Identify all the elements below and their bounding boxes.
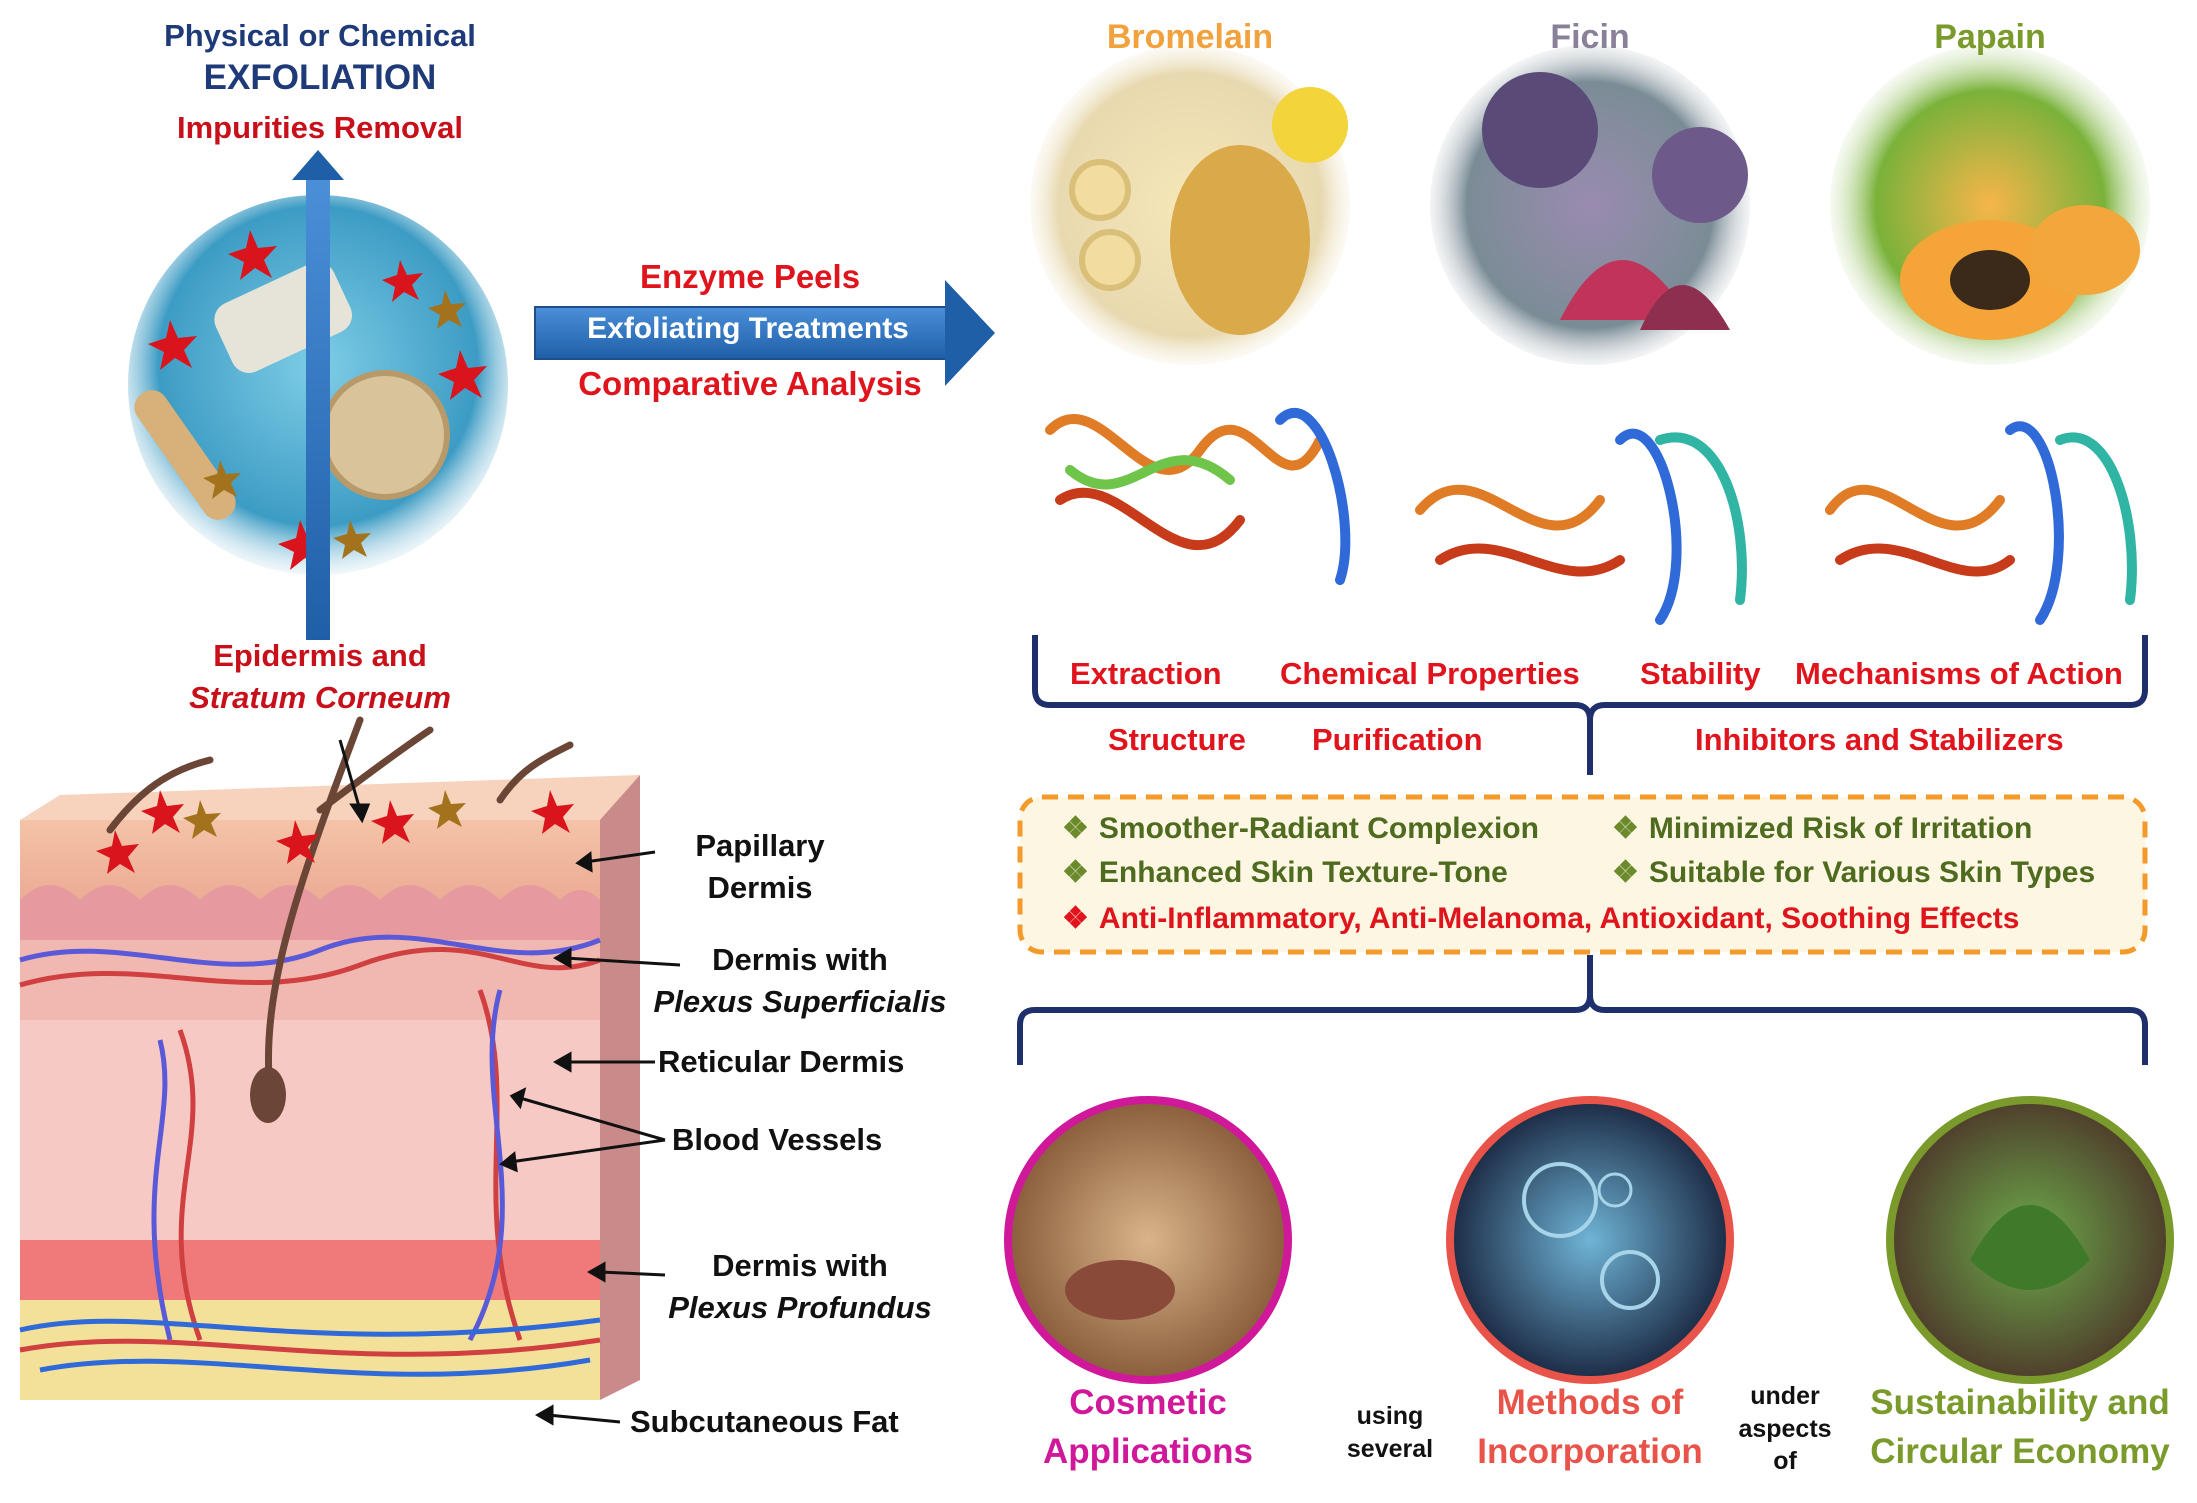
papillary-dermis-label-line1: Papillary <box>695 828 825 863</box>
protein-structures <box>1045 408 2137 625</box>
enzyme-peel-arrow <box>534 280 995 386</box>
bullet-icon: ❖ <box>1062 856 1089 889</box>
feature-extraction: Extraction <box>1070 656 1222 691</box>
benefit-item: ❖ Anti-Inflammatory, Anti-Melanoma, Antio… <box>1062 902 2019 937</box>
applications-brace <box>1017 955 2148 1065</box>
skin-label-arrows <box>338 739 681 1426</box>
cosmetic-applications-image <box>1004 1096 1292 1384</box>
exfoliating-treatments-label: Exfoliating Treatments <box>587 312 909 345</box>
enzyme-name-ficin: Ficin <box>1550 18 1630 56</box>
profundus-label-line1: Dermis with <box>712 1248 888 1283</box>
feature-inhibitors-stabilizers: Inhibitors and Stabilizers <box>1695 722 2064 757</box>
exfoliation-line1: Physical or Chemical <box>164 18 476 53</box>
feature-purification: Purification <box>1312 722 1483 757</box>
bullet-icon: ❖ <box>1062 902 1089 935</box>
benefits-box <box>1017 794 2148 955</box>
reticular-dermis-label: Reticular Dermis <box>658 1044 905 1079</box>
application-line: Circular Economy <box>1870 1432 2170 1471</box>
hair-strands <box>106 716 574 1094</box>
feature-mechanisms-of-action: Mechanisms of Action <box>1795 656 2123 691</box>
skin-impurities <box>96 790 574 874</box>
blood-vessels-label: Blood Vessels <box>672 1122 883 1157</box>
papillary-dermis-label-line2: Dermis <box>707 870 813 905</box>
application-line: Applications <box>1042 1432 1254 1471</box>
connector-using: using several <box>1335 1400 1445 1465</box>
feature-chemical-properties: Chemical Properties <box>1280 656 1580 691</box>
enzyme-peels-label: Enzyme Peels <box>639 258 861 295</box>
benefit-item: ❖ Smoother-Radiant Complexion <box>1062 812 1539 847</box>
exfoliation-subtitle: Impurities Removal <box>177 110 463 145</box>
benefit-text: Anti-Inflammatory, Anti-Melanoma, Antiox… <box>1098 902 2020 935</box>
application-label-cosmetic: Cosmetic Applications <box>1028 1378 1268 1476</box>
bromelain-fruit-image <box>1030 45 1350 365</box>
features-brace <box>1032 635 2148 775</box>
benefit-text: Enhanced Skin Texture-Tone <box>1098 856 1508 889</box>
application-line: Incorporation <box>1477 1432 1703 1471</box>
hair-follicle <box>250 1067 286 1123</box>
application-line: Cosmetic <box>1069 1383 1227 1422</box>
connector-line: using <box>1356 1402 1424 1430</box>
connector-line: several <box>1346 1434 1434 1463</box>
application-label-sustainability: Sustainability and Circular Economy <box>1860 1378 2180 1476</box>
benefit-text: Smoother-Radiant Complexion <box>1098 812 1539 845</box>
exfoliation-title: EXFOLIATION <box>203 58 437 97</box>
comparative-analysis-label: Comparative Analysis <box>578 365 922 402</box>
superficialis-label-line2: Plexus Superficialis <box>653 984 947 1019</box>
application-line: Methods of <box>1496 1383 1684 1422</box>
epidermis-label-line1: Epidermis and <box>213 638 427 673</box>
application-line: Sustainability and <box>1870 1383 2170 1422</box>
methods-of-incorporation-image <box>1446 1096 1734 1384</box>
benefit-text: Minimized Risk of Irritation <box>1648 812 2033 845</box>
blood-vessels <box>19 934 601 1377</box>
ficin-fruit-image <box>1430 45 1750 365</box>
enzyme-name-papain: Papain <box>1934 18 2046 56</box>
bullet-icon: ❖ <box>1062 812 1089 845</box>
connector-under: under aspects of <box>1730 1380 1840 1478</box>
brush-icon <box>320 370 450 500</box>
epidermis-label-line2: Stratum Corneum <box>189 680 451 715</box>
connector-line: under <box>1750 1382 1820 1410</box>
application-label-methods: Methods of Incorporation <box>1460 1378 1720 1476</box>
benefit-text: Suitable for Various Skin Types <box>1648 856 2096 889</box>
sustainability-image <box>1886 1096 2174 1384</box>
connector-line: of <box>1773 1447 1797 1475</box>
benefit-item: ❖ Minimized Risk of Irritation <box>1612 812 2032 847</box>
enzyme-name-bromelain: Bromelain <box>1106 18 1274 56</box>
exfoliation-arrow <box>292 150 344 640</box>
feature-stability: Stability <box>1640 656 1761 691</box>
subcutaneous-fat-label: Subcutaneous Fat <box>630 1404 899 1439</box>
bullet-icon: ❖ <box>1612 856 1639 889</box>
benefit-item: ❖ Enhanced Skin Texture-Tone <box>1062 856 1508 891</box>
superficialis-label-line1: Dermis with <box>712 942 888 977</box>
papain-fruit-image <box>1830 45 2150 365</box>
brush-handle-icon <box>134 390 236 520</box>
benefit-item: ❖ Suitable for Various Skin Types <box>1612 856 2095 891</box>
feature-structure: Structure <box>1108 722 1246 757</box>
connector-line: aspects <box>1738 1414 1832 1443</box>
profundus-label-line2: Plexus Profundus <box>668 1290 932 1325</box>
bullet-icon: ❖ <box>1612 812 1639 845</box>
